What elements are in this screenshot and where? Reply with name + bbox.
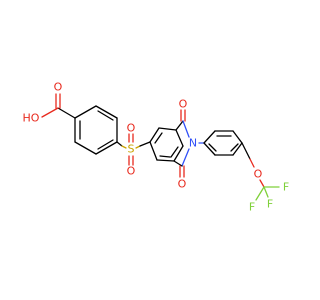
bond [241,142,251,160]
atom-f: F [249,201,255,214]
atom-o-imide-bottom: O [178,178,187,191]
atom-oh: HO [23,112,40,125]
bond [149,127,160,143]
bond [139,141,151,147]
sulfonyl-group: S O O [116,122,151,178]
bond-double-inner [230,143,239,152]
bond [116,141,123,147]
bond [74,105,97,119]
atom-o-imide-top: O [179,98,188,111]
bond-double-inner [170,146,179,158]
bond [74,141,97,155]
atom-o-carbonyl-acid: O [54,81,63,94]
atom-f: F [267,198,273,211]
bond [57,107,76,119]
bond-c-oh [41,107,59,118]
atom-o-sulfonyl-bottom: O [127,165,136,178]
bond [175,120,184,131]
carboxylic-acid-group: O HO [23,81,76,125]
bond-double-inner [154,132,163,144]
atom-s-sulfonyl: S [128,143,135,156]
bond-double-inner [159,155,171,158]
bond [232,142,243,156]
bond-double-inner [97,110,114,121]
bond-c-f [263,186,269,198]
bond [95,141,118,155]
atom-f: F [283,181,289,194]
bond-c-f [255,186,265,201]
bond [156,159,175,162]
bond [173,145,184,162]
benzoic-acid-ring [74,105,118,155]
bond-double-inner [208,143,217,152]
bond-c-n [181,148,190,167]
bond [158,127,177,131]
bond [232,130,243,144]
atom-o-sulfonyl-top: O [127,122,136,135]
bond-c-n [182,120,190,138]
bond [175,129,184,147]
bond-o-c [259,179,265,188]
bond [203,130,216,144]
bond [149,141,158,161]
atom-o-ether: O [254,168,263,181]
bond-double-inner [97,139,114,150]
atom-n-imide: N [189,137,197,150]
bond [203,142,216,156]
bond [173,160,183,167]
bond [95,105,118,119]
bond-c-o [249,158,255,168]
bond-s-c [135,145,141,149]
bond-c-s [121,145,127,149]
